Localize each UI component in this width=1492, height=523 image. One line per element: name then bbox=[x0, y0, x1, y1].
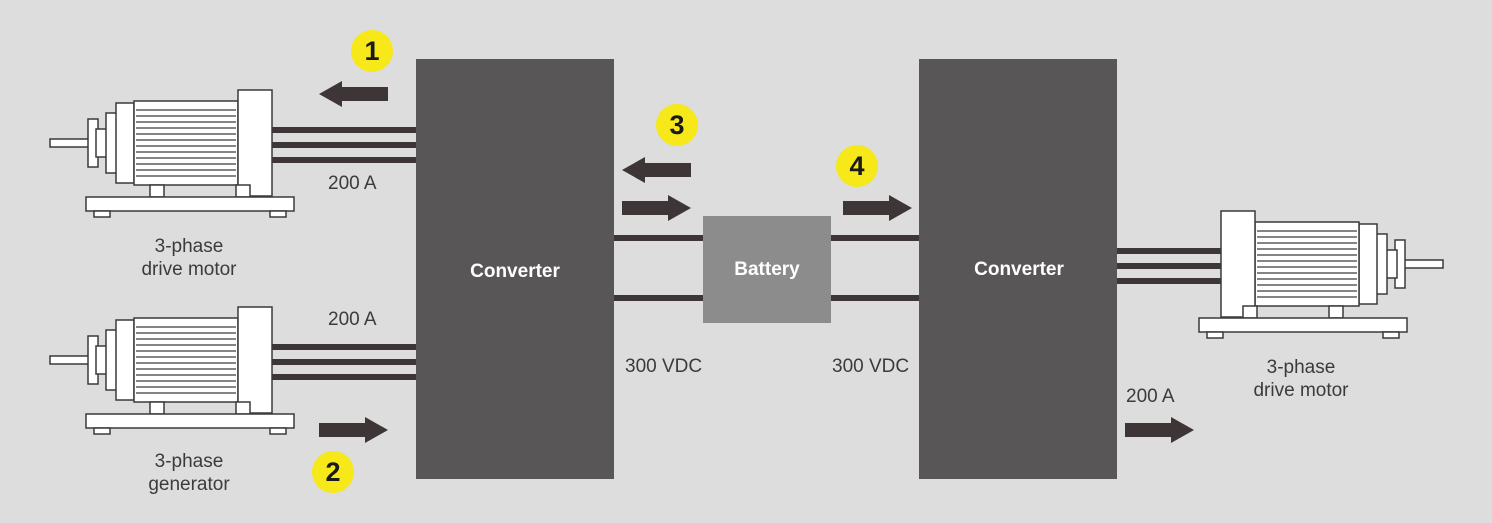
motor-right-caption-line2: drive motor bbox=[1253, 380, 1349, 401]
converter-left bbox=[416, 59, 614, 479]
motor-left-caption: 3-phase drive motor bbox=[141, 235, 236, 281]
motor-right-caption-line1: 3-phase bbox=[1266, 357, 1336, 378]
motor-right-caption: 3-phase drive motor bbox=[1253, 356, 1348, 402]
battery bbox=[703, 216, 831, 323]
generator-caption: 3-phase generator bbox=[148, 450, 229, 496]
voltage-label-left: 300 VDC bbox=[625, 356, 703, 377]
generator-caption-line2: generator bbox=[148, 474, 230, 495]
arrow-right-icon bbox=[319, 417, 388, 443]
motor-right-cables bbox=[1115, 248, 1221, 284]
dc-link-right bbox=[828, 235, 922, 301]
motor-left-caption-line2: drive motor bbox=[141, 259, 237, 280]
step-badge-2: 2 bbox=[312, 451, 354, 493]
generator-caption-line1: 3-phase bbox=[154, 451, 224, 472]
converter-right bbox=[919, 59, 1117, 479]
voltage-label-right: 300 VDC bbox=[832, 356, 910, 377]
battery-label: Battery bbox=[734, 259, 800, 280]
arrow-left-icon bbox=[622, 157, 691, 183]
motor-left-caption-line1: 3-phase bbox=[154, 236, 224, 257]
arrow-right-icon bbox=[622, 195, 691, 221]
converter-left-label: Converter bbox=[470, 261, 560, 282]
motor-left-cables bbox=[272, 127, 418, 163]
dc-link-left bbox=[612, 235, 706, 301]
current-label-motor-left: 200 A bbox=[328, 173, 377, 194]
current-label-motor-right: 200 A bbox=[1126, 386, 1175, 407]
converter-right-label: Converter bbox=[974, 259, 1064, 280]
arrow-right-icon bbox=[1125, 417, 1194, 443]
arrow-left-icon bbox=[319, 81, 388, 107]
step-badge-3: 3 bbox=[656, 104, 698, 146]
step-badge-1: 1 bbox=[351, 30, 393, 72]
step-badge-4: 4 bbox=[836, 145, 878, 187]
generator-cables bbox=[272, 344, 418, 380]
current-label-generator: 200 A bbox=[328, 309, 377, 330]
arrow-right-icon bbox=[843, 195, 912, 221]
